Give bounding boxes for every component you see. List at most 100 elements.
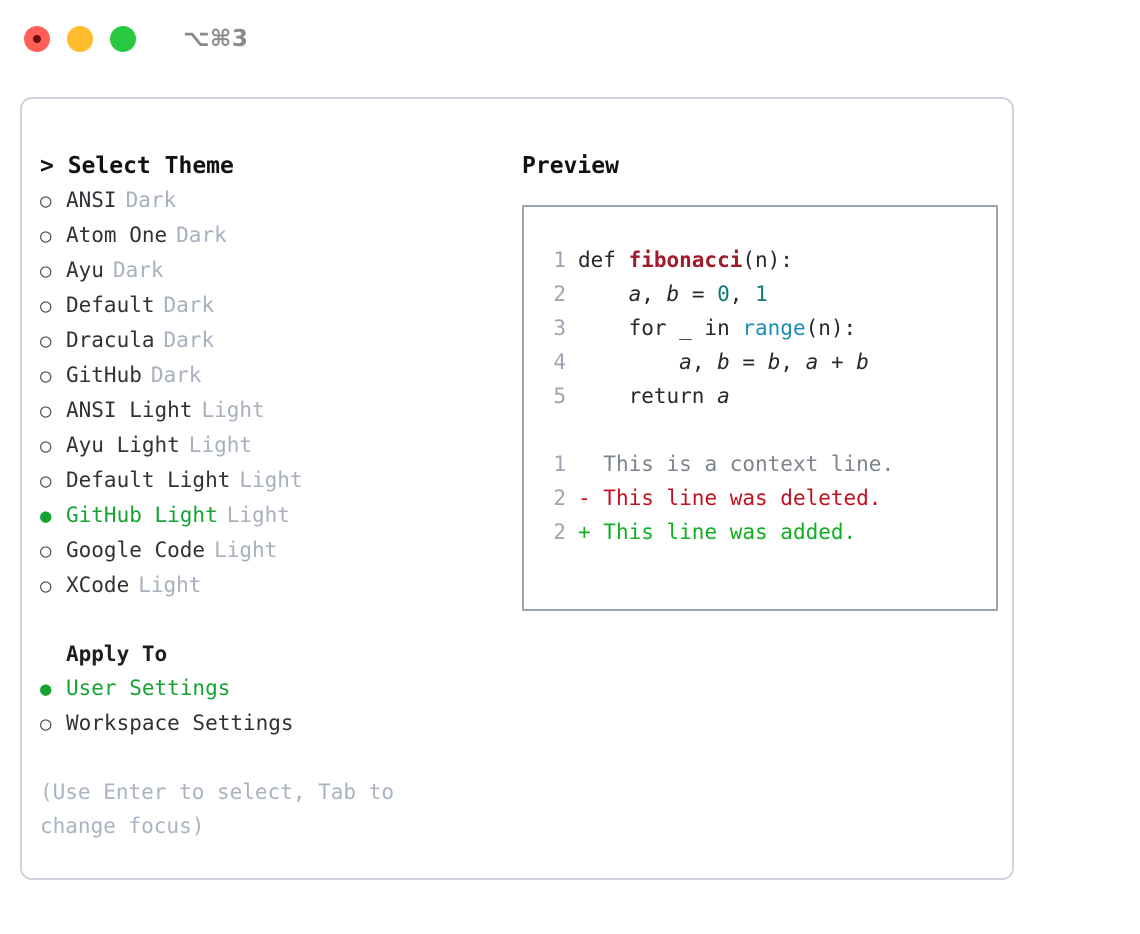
radio-unselected-icon: ○ bbox=[40, 435, 52, 457]
diff-marker: - bbox=[578, 486, 591, 510]
theme-variant-tag: Light bbox=[188, 433, 253, 457]
diff-text: This line was added. bbox=[590, 520, 857, 544]
diff-sample: 1 This is a context line.2- This line wa… bbox=[540, 447, 996, 549]
line-number: 1 bbox=[553, 452, 566, 476]
keyboard-hint-text: (Use Enter to select, Tab to change focu… bbox=[40, 780, 395, 838]
select-theme-header: > Select Theme bbox=[40, 153, 234, 179]
radio-unselected-icon: ○ bbox=[40, 330, 52, 352]
diff-text: This line was deleted. bbox=[590, 486, 882, 510]
theme-option-atom-one[interactable]: ○ Atom One Dark bbox=[40, 218, 502, 253]
code-token: = bbox=[729, 350, 768, 374]
radio-unselected-icon: ○ bbox=[40, 400, 52, 422]
apply-to-list[interactable]: ●User Settings ○ Workspace Settings bbox=[40, 671, 502, 741]
code-line-content: a, b = 0, 1 bbox=[578, 277, 768, 311]
theme-option-ansi[interactable]: ○ ANSI Dark bbox=[40, 183, 502, 218]
code-token: return bbox=[578, 384, 718, 408]
line-number: 4 bbox=[553, 350, 566, 374]
radio-unselected-icon: ○ bbox=[40, 365, 52, 387]
apply-to-section: Apply To ●User Settings○Workspace Settin… bbox=[40, 637, 502, 741]
theme-variant-tag: Light bbox=[214, 538, 278, 562]
theme-option-label: Default Light bbox=[66, 468, 231, 492]
traffic-lights bbox=[24, 26, 136, 52]
line-number: 2 bbox=[553, 282, 566, 306]
radio-unselected-icon: ○ bbox=[40, 575, 52, 597]
radio-selected-icon: ● bbox=[40, 505, 52, 527]
radio-unselected-icon: ○ bbox=[40, 540, 52, 562]
theme-option-label: GitHub bbox=[66, 363, 142, 387]
code-token: b bbox=[717, 350, 730, 374]
code-token: , bbox=[641, 282, 667, 306]
code-token: range bbox=[742, 316, 806, 340]
theme-option-label: Ayu Light bbox=[66, 433, 180, 457]
apply-to-option-label: Workspace Settings bbox=[66, 711, 294, 735]
theme-variant-tag: Light bbox=[138, 573, 202, 597]
theme-option-github-light[interactable]: ● GitHub Light Light bbox=[40, 498, 502, 533]
code-token: b bbox=[856, 350, 869, 374]
radio-unselected-icon: ○ bbox=[40, 260, 52, 282]
code-token: fibonacci bbox=[628, 248, 743, 272]
code-line-content: def fibonacci(n): bbox=[578, 243, 793, 277]
radio-unselected-icon: ○ bbox=[40, 190, 52, 212]
code-spacer bbox=[540, 413, 996, 447]
radio-unselected-icon: ○ bbox=[40, 713, 52, 735]
code-line-content: for _ in range(n): bbox=[578, 311, 857, 345]
line-number: 5 bbox=[553, 384, 566, 408]
code-token: (n): bbox=[742, 248, 793, 272]
keyboard-shortcut-label: ⌥⌘3 bbox=[183, 26, 249, 52]
theme-variant-tag: Dark bbox=[112, 258, 164, 282]
theme-variant-tag: Dark bbox=[163, 293, 215, 317]
code-line: 4 a, b = b, a + b bbox=[540, 345, 996, 379]
theme-variant-tag: Light bbox=[226, 503, 290, 527]
code-line-content: return a bbox=[578, 379, 730, 413]
code-token: a bbox=[628, 282, 642, 306]
theme-variant-tag: Dark bbox=[163, 328, 215, 352]
code-token: + bbox=[818, 350, 857, 374]
diff-line: 2- This line was deleted. bbox=[540, 481, 996, 515]
code-token: a bbox=[805, 350, 819, 374]
maximize-button[interactable] bbox=[110, 26, 136, 52]
code-token: def bbox=[578, 248, 629, 272]
diff-line: 2 + This line was added. bbox=[540, 515, 996, 549]
line-number: 2 bbox=[553, 520, 566, 544]
diff-marker bbox=[578, 447, 591, 481]
code-token: a bbox=[717, 384, 730, 408]
close-button[interactable] bbox=[24, 26, 50, 52]
code-line: 3 for _ in range(n): bbox=[540, 311, 996, 345]
theme-option-label: ANSI bbox=[66, 188, 117, 212]
diff-marker: + bbox=[578, 520, 591, 544]
theme-option-label: GitHub Light bbox=[66, 503, 218, 527]
apply-to-option-user-settings[interactable]: ●User Settings bbox=[40, 671, 502, 706]
theme-variant-tag: Dark bbox=[125, 188, 177, 212]
theme-option-label: Atom One bbox=[66, 223, 168, 247]
line-number: 2 bbox=[553, 486, 566, 510]
minimize-button[interactable] bbox=[67, 26, 93, 52]
theme-option-ayu-light[interactable]: ○ Ayu Light Light bbox=[40, 428, 502, 463]
code-token: = bbox=[679, 282, 718, 306]
apply-to-option-label: User Settings bbox=[66, 676, 231, 700]
diff-text: This is a context line. bbox=[590, 452, 895, 476]
diff-line: 1 This is a context line. bbox=[540, 447, 996, 481]
theme-option-label: ANSI Light bbox=[66, 398, 193, 422]
apply-to-option-workspace-settings[interactable]: ○ Workspace Settings bbox=[40, 706, 502, 741]
code-token: , bbox=[780, 350, 806, 374]
radio-unselected-icon: ○ bbox=[40, 225, 52, 247]
theme-variant-tag: Dark bbox=[176, 223, 227, 247]
code-token: , bbox=[729, 282, 756, 306]
code-token: 0 bbox=[717, 282, 730, 306]
code-token bbox=[578, 350, 679, 374]
theme-option-label: Default bbox=[66, 293, 155, 317]
